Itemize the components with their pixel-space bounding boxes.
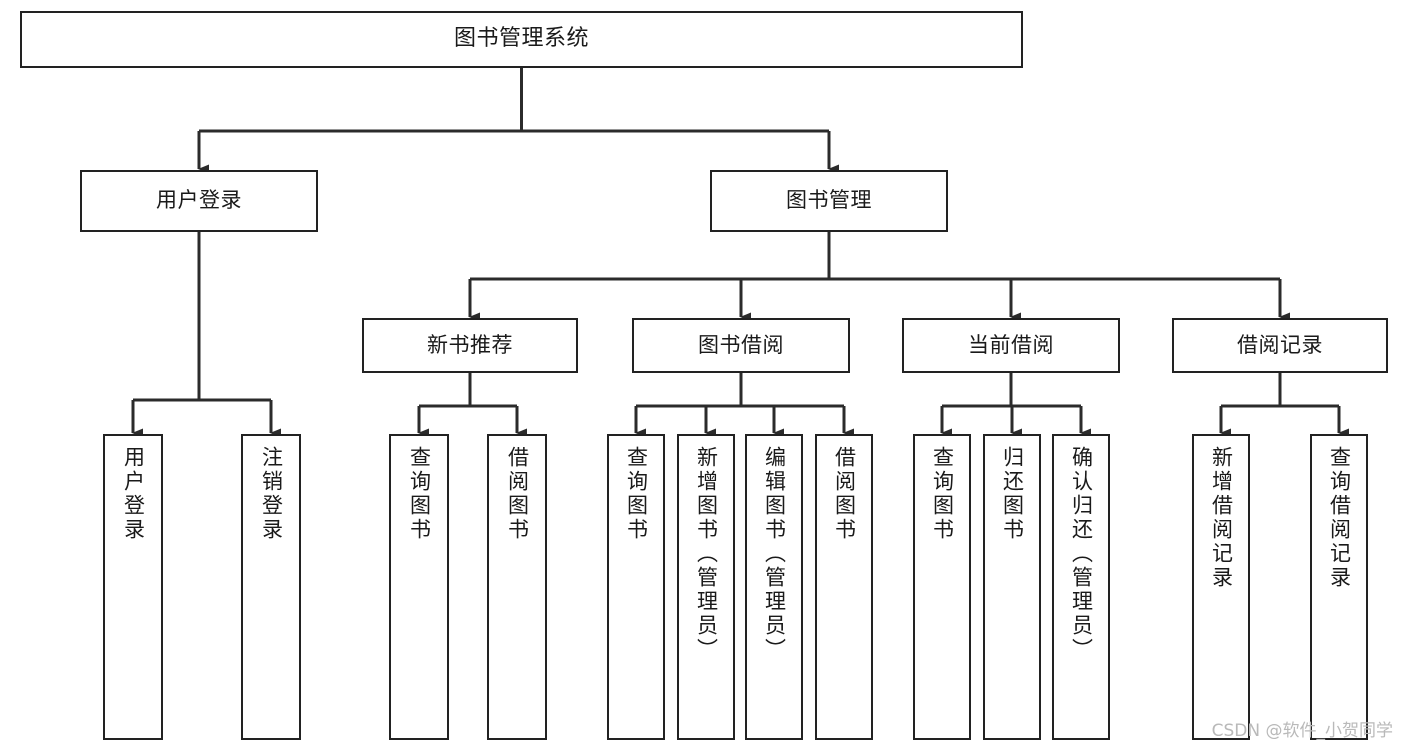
node-leaf-user-login-label: 用户登录 [121, 446, 146, 542]
watermark-text: CSDN @软件_小贺同学 [1211, 721, 1393, 741]
node-leaf-add-borrow-record-label: 新增借阅记录 [1209, 446, 1234, 590]
node-leaf-user-login[interactable]: 用户登录 [103, 434, 163, 740]
node-leaf-add-book-admin-label: 新增图书（管理员） [694, 446, 719, 662]
node-book-manage-label: 图书管理 [786, 188, 872, 213]
node-leaf-query-book-current-label: 查询图书 [930, 446, 955, 542]
node-new-book-recommend[interactable]: 新书推荐 [362, 318, 578, 373]
node-user-login[interactable]: 用户登录 [80, 170, 318, 232]
node-root[interactable]: 图书管理系统 [20, 11, 1023, 68]
node-leaf-return-book-label: 归还图书 [1000, 446, 1025, 542]
node-book-borrow-label: 图书借阅 [698, 332, 784, 357]
node-leaf-borrow-book-label: 借阅图书 [832, 446, 857, 542]
node-leaf-query-borrow-record[interactable]: 查询借阅记录 [1310, 434, 1368, 740]
node-borrow-record[interactable]: 借阅记录 [1172, 318, 1388, 373]
node-leaf-query-book-borrow[interactable]: 查询图书 [607, 434, 665, 740]
node-leaf-add-book-admin[interactable]: 新增图书（管理员） [677, 434, 735, 740]
node-leaf-borrow-book-recommend-label: 借阅图书 [505, 446, 530, 542]
node-leaf-edit-book-admin-label: 编辑图书（管理员） [762, 446, 787, 662]
node-leaf-confirm-return-admin[interactable]: 确认归还（管理员） [1052, 434, 1110, 740]
node-leaf-user-logout-label: 注销登录 [259, 446, 284, 542]
node-leaf-borrow-book-recommend[interactable]: 借阅图书 [487, 434, 547, 740]
node-leaf-query-book-borrow-label: 查询图书 [624, 446, 649, 542]
node-leaf-user-logout[interactable]: 注销登录 [241, 434, 301, 740]
node-current-borrow-label: 当前借阅 [968, 332, 1054, 357]
node-root-label: 图书管理系统 [453, 26, 589, 52]
node-leaf-confirm-return-admin-label: 确认归还（管理员） [1069, 446, 1094, 662]
node-current-borrow[interactable]: 当前借阅 [902, 318, 1120, 373]
node-user-login-label: 用户登录 [156, 188, 242, 213]
node-leaf-borrow-book[interactable]: 借阅图书 [815, 434, 873, 740]
node-leaf-query-book-recommend-label: 查询图书 [407, 446, 432, 542]
node-borrow-record-label: 借阅记录 [1237, 332, 1323, 357]
node-leaf-add-borrow-record[interactable]: 新增借阅记录 [1192, 434, 1250, 740]
node-leaf-query-borrow-record-label: 查询借阅记录 [1327, 446, 1352, 590]
node-leaf-edit-book-admin[interactable]: 编辑图书（管理员） [745, 434, 803, 740]
node-leaf-query-book-recommend[interactable]: 查询图书 [389, 434, 449, 740]
node-leaf-query-book-current[interactable]: 查询图书 [913, 434, 971, 740]
node-book-manage[interactable]: 图书管理 [710, 170, 948, 232]
node-leaf-return-book[interactable]: 归还图书 [983, 434, 1041, 740]
node-book-borrow[interactable]: 图书借阅 [632, 318, 850, 373]
node-new-book-recommend-label: 新书推荐 [427, 332, 513, 357]
